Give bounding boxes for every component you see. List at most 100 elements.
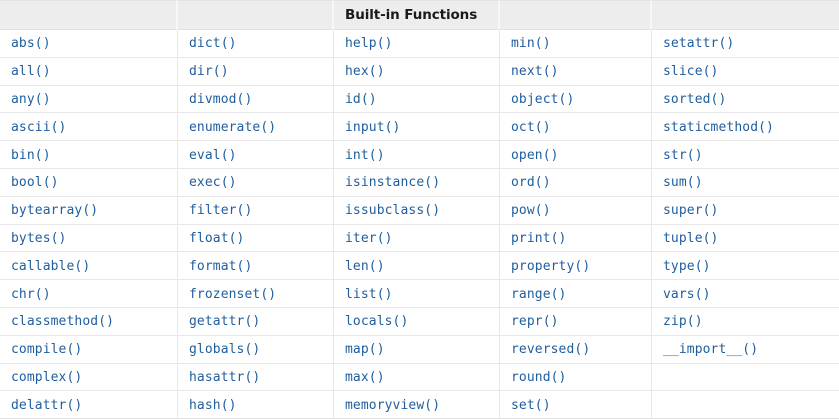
builtin-function-link[interactable]: hex() [345,64,385,80]
builtin-function-link[interactable]: memoryview() [345,397,441,413]
builtin-function-link[interactable]: type() [663,258,711,274]
table-cell: frozenset() [178,280,334,308]
builtin-function-link[interactable]: all() [11,64,51,80]
builtin-function-link[interactable]: len() [345,258,385,274]
builtin-function-link[interactable]: next() [511,64,559,80]
builtin-function-link[interactable]: list() [345,286,393,302]
builtin-function-link[interactable]: exec() [189,175,237,191]
table-cell: type() [652,252,839,281]
builtin-function-link[interactable]: oct() [511,119,551,135]
table-cell: map() [334,335,500,364]
builtin-function-link[interactable]: abs() [11,36,51,52]
builtin-function-link[interactable]: sorted() [663,91,727,107]
builtin-function-link[interactable]: __import__() [663,342,759,358]
builtin-function-link[interactable]: classmethod() [11,314,115,330]
builtin-function-link[interactable]: isinstance() [345,175,441,191]
table-cell: next() [500,57,652,86]
table-cell: iter() [334,224,500,253]
table-cell: callable() [0,252,178,281]
builtin-function-link[interactable]: reversed() [511,342,591,358]
builtin-function-link[interactable]: globals() [189,342,261,358]
table-row: bytes() float() iter() print() tuple() [0,224,839,253]
builtin-function-link[interactable]: callable() [11,258,91,274]
builtin-function-link[interactable]: input() [345,119,401,135]
table-row: classmethod() getattr() locals() repr() zip(… [0,307,839,336]
builtin-function-link[interactable]: max() [345,369,385,385]
table-cell: sum() [652,168,839,197]
builtin-function-link[interactable]: property() [511,258,591,274]
builtin-function-link[interactable]: locals() [345,314,409,330]
table-cell: dir() [178,57,334,86]
builtin-function-link[interactable]: any() [11,91,51,107]
builtin-function-link[interactable]: float() [189,230,245,246]
table-title: Built-in Functions [334,0,500,30]
builtin-function-link[interactable]: tuple() [663,230,719,246]
builtin-function-link[interactable]: bin() [11,147,51,163]
builtin-function-link[interactable]: eval() [189,147,237,163]
table-row: abs() dict() help() min() setattr() [0,30,839,58]
builtin-function-link[interactable]: compile() [11,342,83,358]
table-cell: round() [500,363,652,392]
builtin-function-link[interactable]: complex() [11,369,83,385]
table-cell: float() [178,224,334,253]
builtin-function-link[interactable]: pow() [511,203,551,219]
table-cell: compile() [0,335,178,364]
table-row: ascii() enumerate() input() oct() staticmeth… [0,113,839,142]
table-cell: sorted() [652,85,839,114]
builtin-function-link[interactable]: min() [511,36,551,52]
builtin-function-link[interactable]: id() [345,91,377,107]
builtin-function-link[interactable]: dict() [189,36,237,52]
builtin-function-link[interactable]: setattr() [663,36,735,52]
table-cell: ascii() [0,113,178,142]
builtin-function-link[interactable]: bytearray() [11,203,99,219]
builtin-function-link[interactable]: str() [663,147,703,163]
table-cell: bool() [0,168,178,197]
builtin-function-link[interactable]: staticmethod() [663,119,774,135]
table-cell: format() [178,252,334,281]
builtin-function-link[interactable]: ord() [511,175,551,191]
table-cell: set() [500,391,652,419]
builtin-function-link[interactable]: issubclass() [345,203,441,219]
builtin-function-link[interactable]: bool() [11,175,59,191]
builtin-function-link[interactable]: dir() [189,64,229,80]
table-cell: open() [500,141,652,169]
builtin-function-link[interactable]: set() [511,397,551,413]
builtin-function-link[interactable]: map() [345,342,385,358]
builtin-function-link[interactable]: repr() [511,314,559,330]
table-cell: setattr() [652,30,839,58]
builtin-function-link[interactable]: bytes() [11,230,67,246]
builtin-function-link[interactable]: frozenset() [189,286,277,302]
builtin-function-link[interactable]: iter() [345,230,393,246]
builtin-function-link[interactable]: super() [663,203,719,219]
table-row: any() divmod() id() object() sorted() [0,85,839,114]
builtin-function-link[interactable]: range() [511,286,567,302]
builtin-function-link[interactable]: slice() [663,64,719,80]
builtin-function-link[interactable]: hash() [189,397,237,413]
builtin-function-link[interactable]: ascii() [11,119,67,135]
builtin-function-link[interactable]: object() [511,91,575,107]
builtin-function-link[interactable]: sum() [663,175,703,191]
builtin-function-link[interactable]: getattr() [189,314,261,330]
header-cell-2 [178,0,334,30]
builtin-function-link[interactable]: delattr() [11,397,83,413]
table-cell: issubclass() [334,196,500,225]
builtin-function-link[interactable]: enumerate() [189,119,277,135]
builtin-function-link[interactable]: open() [511,147,559,163]
table-row: all() dir() hex() next() slice() [0,57,839,86]
builtin-function-link[interactable]: divmod() [189,91,253,107]
builtin-function-link[interactable]: zip() [663,314,703,330]
builtin-function-link[interactable]: hasattr() [189,369,261,385]
builtin-function-link[interactable]: help() [345,36,393,52]
builtin-function-link[interactable]: print() [511,230,567,246]
builtin-function-link[interactable]: int() [345,147,385,163]
builtin-function-link[interactable]: round() [511,369,567,385]
table-cell: memoryview() [334,391,500,419]
builtin-function-link[interactable]: filter() [189,203,253,219]
table-cell: all() [0,57,178,86]
builtin-function-link[interactable]: vars() [663,286,711,302]
table-cell: tuple() [652,224,839,253]
header-cell-1 [0,0,178,30]
table-cell: str() [652,141,839,169]
builtin-function-link[interactable]: chr() [11,286,51,302]
builtin-function-link[interactable]: format() [189,258,253,274]
